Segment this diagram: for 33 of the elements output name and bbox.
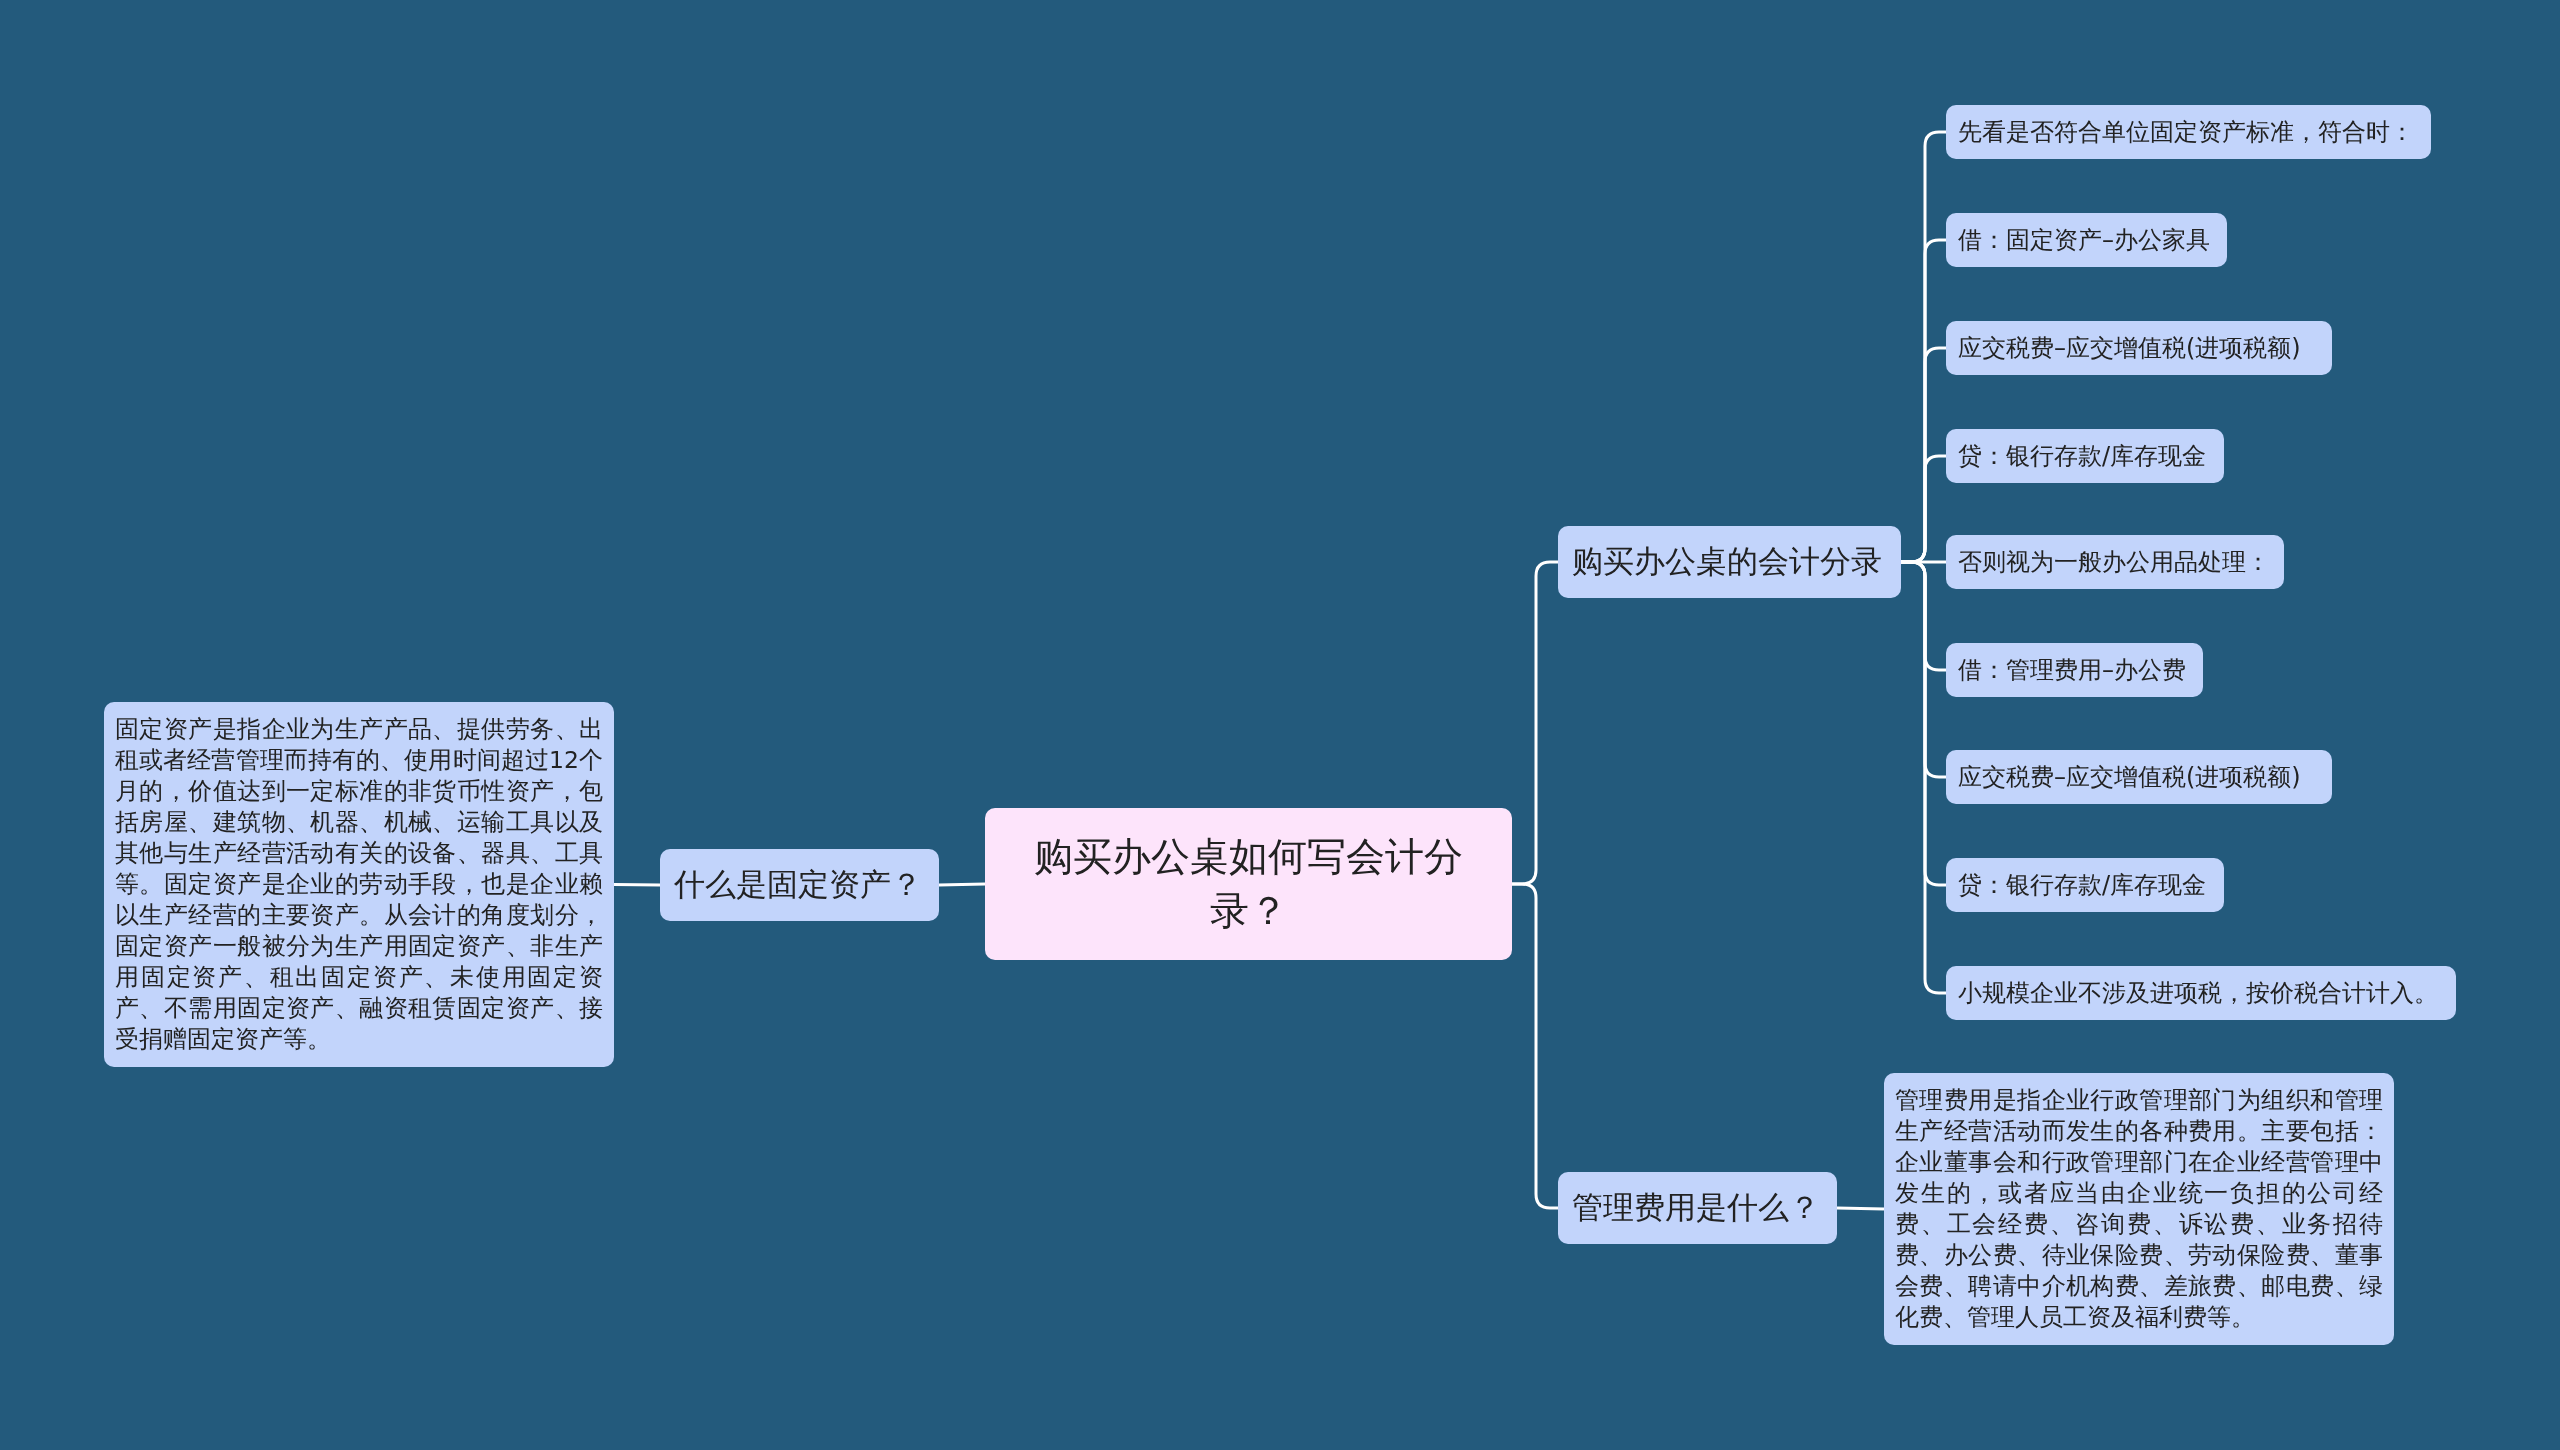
- topic-text: 什么是固定资产？: [674, 865, 922, 904]
- topic-text: 贷：银行存款/库存现金: [1958, 441, 2207, 472]
- connector-line: [938, 882, 986, 887]
- topic-text: 贷：银行存款/库存现金: [1958, 870, 2207, 901]
- topic-text: 借：管理费用–办公费: [1958, 655, 2186, 686]
- subtopic-box: [1946, 750, 2332, 804]
- topic-text: 购买办公桌如何写会计分录？: [1033, 833, 1464, 935]
- central-topic: [985, 808, 1512, 960]
- connector-line: [1901, 560, 1946, 995]
- subtopic-box: [1946, 429, 2224, 483]
- topic-text: 管理费用是什么？: [1572, 1188, 1820, 1227]
- note-text: 固定资产是指企业为生产产品、提供劳务、出租或者经营管理而持有的、使用时间超过12个月的，价值达到一定标准的非货币性资产，包括房屋、建筑物、机器、机械、运输工具以及其他与生产经营活动有关的设备、器具、工具等。固定资产是企业的劳动手段，也是企业赖以生产经营的主要资产。从会计的角度划分，固定资产一般被分为生产用固定资产、非生产用固定资产、租出固定资产、未使用固定资产、不需用固定资产、融资租赁固定资产、接受捐赠固定资产等。: [115, 714, 603, 1055]
- note-text: 管理费用是指企业行政管理部门为组织和管理生产经营活动而发生的各种费用。主要包括：企业董事会和行政管理部门在企业经营管理中发生的，或者应当由企业统一负担的公司经费、工会经费、咨询费、诉讼费、业务招待费、办公费、待业保险费、劳动保险费、董事会费、聘请中介机构费、差旅费、邮电费、绿化费、管理人员工资及福利费等。: [1895, 1085, 2383, 1333]
- connector-line: [1512, 882, 1558, 1210]
- topic-text: 小规模企业不涉及进项税，按价税合计计入。: [1958, 978, 2438, 1009]
- topic-box: [1558, 1172, 1837, 1244]
- subtopic-box: [1946, 105, 2431, 159]
- subtopic-box: [1946, 858, 2224, 912]
- subtopic-box: [1946, 321, 2332, 375]
- subtopic-box: [1946, 643, 2203, 697]
- topic-text: 先看是否符合单位固定资产标准，符合时：: [1958, 117, 2414, 148]
- topic-box: [660, 849, 939, 921]
- topic-text: 购买办公桌的会计分录: [1572, 542, 1882, 581]
- subtopic-box: [1946, 966, 2456, 1020]
- subtopic-box: [1946, 535, 2284, 589]
- topic-text: 借：固定资产–办公家具: [1958, 225, 2210, 256]
- connector-line: [1836, 1206, 1885, 1211]
- connector-line: [614, 883, 660, 887]
- topic-box: [1558, 526, 1901, 598]
- topic-text: 否则视为一般办公用品处理：: [1958, 547, 2270, 578]
- subtopic-box: [1946, 213, 2227, 267]
- topic-text: 应交税费–应交增值税(进项税额): [1958, 762, 2301, 793]
- topic-text: 应交税费–应交增值税(进项税额): [1958, 333, 2301, 364]
